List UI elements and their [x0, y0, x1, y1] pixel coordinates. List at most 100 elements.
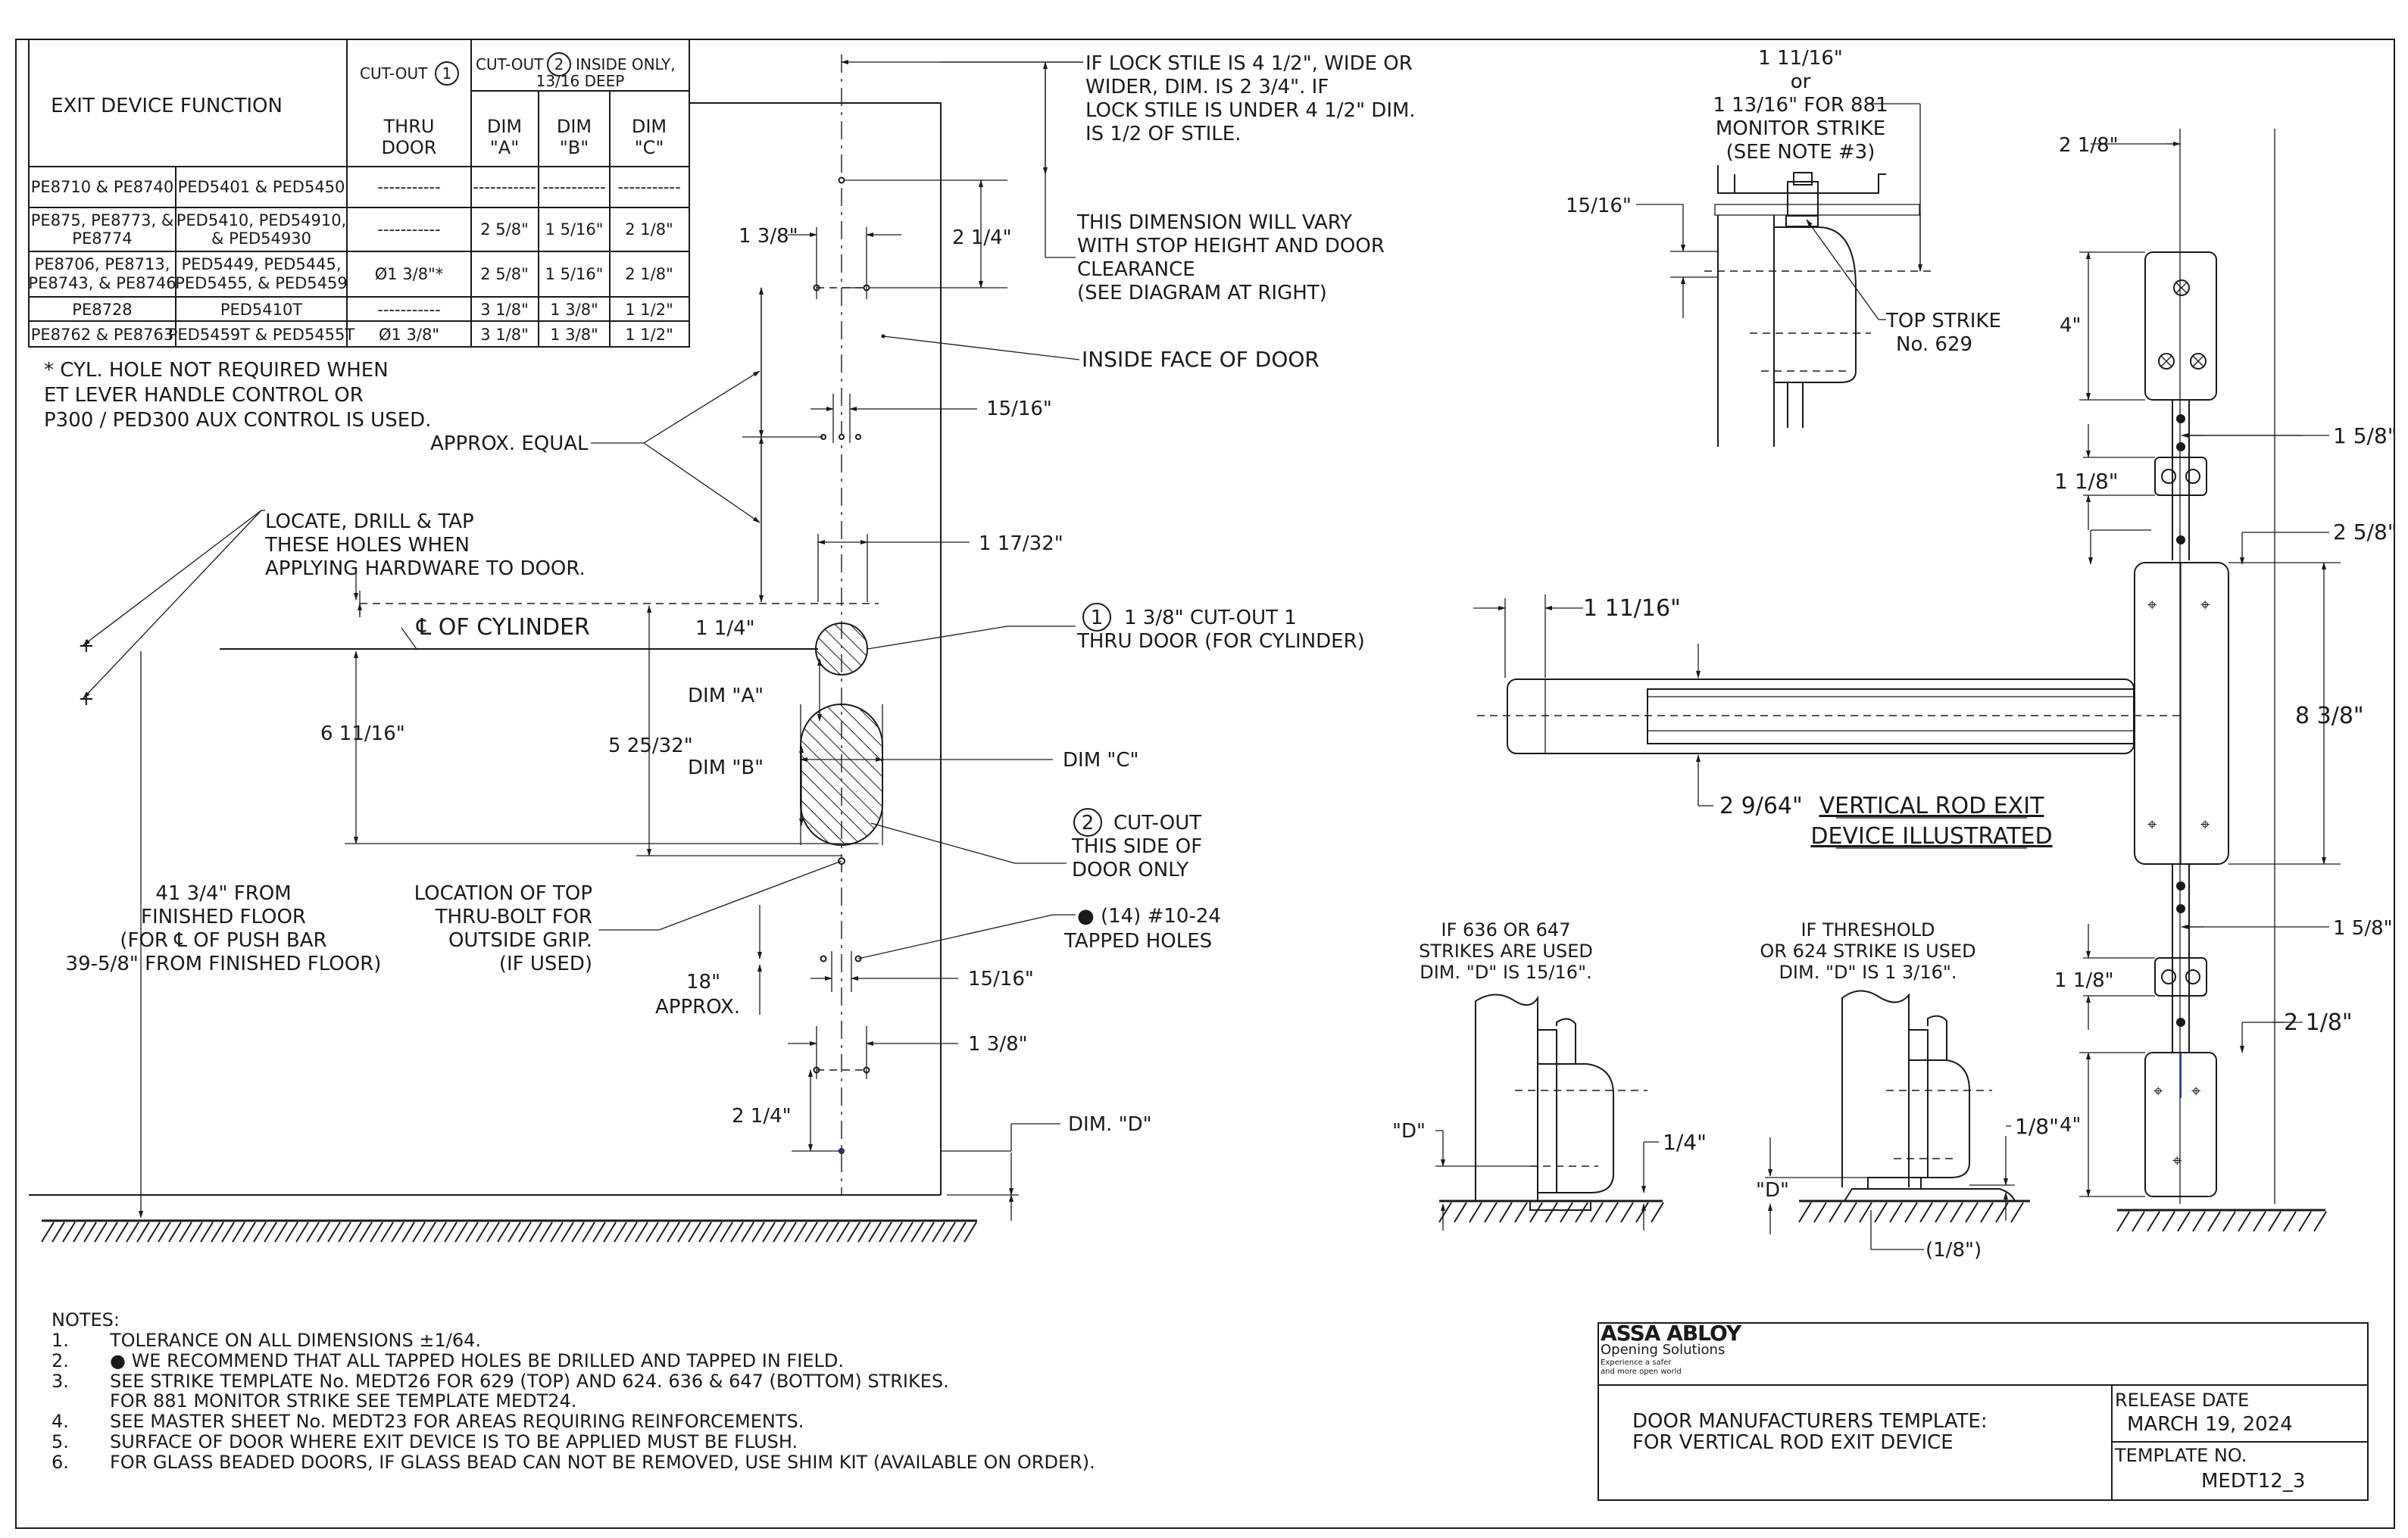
- floor-hatch-line: [380, 1221, 394, 1243]
- cylinder-centerline-label: ℄ OF CYLINDER: [416, 614, 590, 641]
- floor-hatch-line: [900, 1221, 914, 1243]
- floor-hatch-line: [1651, 1202, 1664, 1223]
- dim-15-16-b: 15/16": [968, 968, 1034, 990]
- crosshair-icon: +: [78, 688, 95, 710]
- svg-text:2.: 2.: [52, 1350, 69, 1371]
- strike-dim-15-16: 15/16": [1566, 195, 1632, 217]
- table-cell: -----------: [617, 178, 680, 196]
- dim-c-label: DIM "C": [1063, 749, 1138, 772]
- floor-hatch-line: [645, 1221, 659, 1243]
- top-thrubolt-note: LOCATION OF TOP: [414, 882, 592, 905]
- dim-b-label: DIM "B": [688, 757, 764, 779]
- floor-hatch-line: [2010, 1202, 2024, 1223]
- floor-hatch-line: [359, 1221, 373, 1243]
- svg-text:STRIKES ARE USED: STRIKES ARE USED: [1419, 941, 1593, 962]
- floor-hatch-line: [698, 1221, 712, 1243]
- floor-hatch-line: [465, 1221, 479, 1243]
- floor-hatch-line: [1965, 1202, 1979, 1223]
- svg-text:FINISHED FLOOR: FINISHED FLOOR: [141, 906, 306, 928]
- floor-hatch-line: [624, 1221, 638, 1243]
- floor-hatch-line: [412, 1221, 426, 1243]
- top-strike-label: TOP STRIKE: [1885, 310, 2001, 332]
- table-row: PE8743, & PE8746: [28, 274, 176, 292]
- table-row: PE875, PE8773, &: [31, 211, 173, 229]
- floor-hatch-line: [401, 1221, 415, 1243]
- floor-hatch-line: [709, 1221, 723, 1243]
- svg-text:* CYL. HOLE NOT REQUIRED WHEN: * CYL. HOLE NOT REQUIRED WHEN: [44, 359, 389, 382]
- floor-hatch-line: [264, 1221, 277, 1243]
- table-header-depth: 13/16 DEEP: [536, 72, 625, 90]
- floor-hatch-line: [879, 1221, 892, 1243]
- floor-hatch-line: [592, 1221, 606, 1243]
- svg-text:No. 629: No. 629: [1896, 333, 1972, 356]
- locate-drill-note: LOCATE, DRILL & TAP: [265, 510, 474, 533]
- screw-icon: [2173, 279, 2190, 296]
- rod-dim-1-1-8-top: 1 1/8": [2054, 469, 2119, 494]
- table-cell: Ø1 3/8": [379, 326, 439, 344]
- svg-text:OUTSIDE GRIP.: OUTSIDE GRIP.: [448, 929, 592, 952]
- floor-hatch-line: [667, 1221, 680, 1243]
- table-header-inside-only: INSIDE ONLY,: [576, 55, 676, 73]
- svg-text:SEE STRIKE TEMPLATE No. MEDT26: SEE STRIKE TEMPLATE No. MEDT26 FOR 629 (…: [110, 1371, 949, 1392]
- floor-hatch-line: [338, 1221, 351, 1243]
- table-row: PED5455, & PED5459: [175, 274, 348, 292]
- cutout1-circle-icon: [435, 61, 459, 86]
- release-date-label: RELEASE DATE: [2115, 1390, 2249, 1411]
- dim-d-label: DIM. "D": [1068, 1113, 1152, 1136]
- dim-2-1-4-top: 2 1/4": [952, 226, 1012, 249]
- floor-hatch-line: [762, 1221, 776, 1243]
- floor-hatch-line: [62, 1221, 76, 1243]
- floor-hatch-line: [720, 1221, 733, 1243]
- svg-text:DOOR ONLY: DOOR ONLY: [1072, 859, 1188, 881]
- floor-hatch-line: [2116, 1211, 2130, 1232]
- table-cell: 3 1/8": [480, 301, 529, 319]
- svg-text:THRU-BOLT FOR: THRU-BOLT FOR: [435, 906, 592, 928]
- floor-hatch-line: [751, 1221, 765, 1243]
- floor-hatch-line: [550, 1221, 564, 1243]
- svg-text:CLEARANCE: CLEARANCE: [1077, 258, 1195, 281]
- svg-text:SURFACE OF DOOR WHERE EXIT DEV: SURFACE OF DOOR WHERE EXIT DEVICE IS TO …: [110, 1431, 798, 1452]
- table-cell: 1 1/2": [625, 326, 673, 344]
- floor-hatch-line: [253, 1221, 267, 1243]
- rod-dim-2-9-64: 2 9/64": [1719, 793, 1803, 819]
- rod-dim-2-5-8: 2 5/8": [2333, 519, 2397, 544]
- floor-hatch-line: [868, 1221, 882, 1243]
- floor-hatch-line: [1859, 1202, 1872, 1223]
- floor-hatch-line: [115, 1221, 129, 1243]
- rod-dim-2-1-8-top: 2 1/8": [2059, 134, 2119, 157]
- rod-dim-1-5-8-bot: 1 5/8": [2333, 917, 2393, 940]
- floor-hatch-line: [783, 1221, 797, 1243]
- floor-hatch-line: [1514, 1202, 1528, 1223]
- floor-hatch-line: [794, 1221, 807, 1243]
- table-cell: 1 5/16": [545, 265, 604, 283]
- template-no: MEDT12_3: [2201, 1470, 2305, 1493]
- floor-hatch-line: [539, 1221, 553, 1243]
- floor-hatch-line: [1844, 1202, 1857, 1223]
- rod-dim-4-top: 4": [2060, 314, 2082, 337]
- floor-hatch-line: [433, 1221, 447, 1243]
- template-title-1: DOOR MANUFACTURERS TEMPLATE:: [1632, 1410, 1988, 1433]
- floor-hatch-line: [2253, 1211, 2266, 1232]
- brand-tagline: Experience a safer: [1601, 1359, 1672, 1367]
- floor-hatch-line: [274, 1221, 288, 1243]
- floor-hatch-line: [932, 1221, 945, 1243]
- svg-text:SEE MASTER SHEET No. MEDT23 FO: SEE MASTER SHEET No. MEDT23 FOR AREAS RE…: [110, 1411, 804, 1432]
- rod-dim-4-bot: 4": [2060, 1114, 2082, 1137]
- floor-hatch-line: [1560, 1202, 1573, 1223]
- table-cell: 2 1/8": [625, 220, 673, 239]
- table-row: PED5410, PED54910,: [176, 211, 346, 229]
- floor-hatch-line: [41, 1221, 55, 1243]
- rod-title-2: DEVICE ILLUSTRATED: [1810, 823, 2052, 850]
- dim-1-17-32: 1 17/32": [979, 532, 1063, 555]
- floor-hatch-line: [179, 1221, 192, 1243]
- floor-hatch-line: [773, 1221, 786, 1243]
- floor-hatch-line: [2147, 1211, 2160, 1232]
- col-thru-2: DOOR: [382, 137, 437, 158]
- rod-dim-1-5-8-top: 1 5/8": [2333, 423, 2397, 448]
- screw-icon: [2161, 469, 2176, 484]
- floor-hatch-line: [211, 1221, 224, 1243]
- svg-text:ET LEVER HANDLE CONTROL OR: ET LEVER HANDLE CONTROL OR: [44, 384, 364, 407]
- floor-hatch-line: [836, 1221, 850, 1243]
- table-cell: Ø1 3/8"*: [375, 265, 444, 283]
- col-a-1: DIM: [487, 116, 522, 137]
